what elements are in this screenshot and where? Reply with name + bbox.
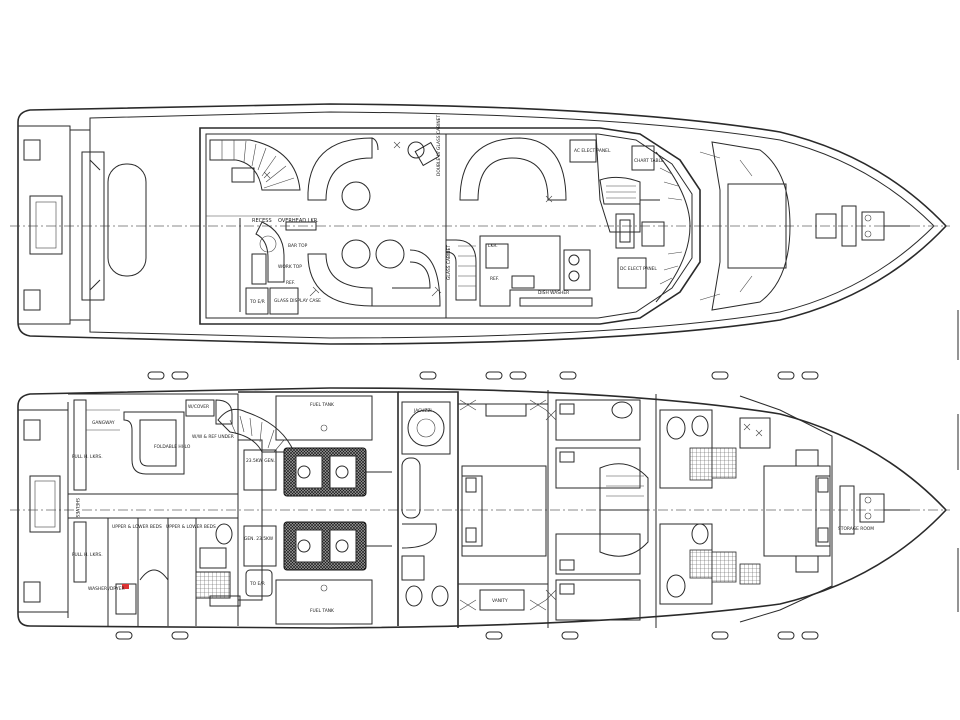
label-gangway: GANGWAY [92,420,115,426]
generator-lower [243,525,277,567]
guest-heads [655,394,761,628]
engine-port [283,521,392,571]
guest-cabins [545,390,649,628]
lower-aft-platform [17,402,69,618]
label-upper-lower-beds-1: UPPER & LOWER BEDS [112,524,162,530]
label-glass-cabinet: GLASS CABINET [446,245,452,280]
upper-aft-staircase [209,139,301,191]
label-gen-upper: 23.5KW GEN. [246,458,275,464]
engine-starboard [283,447,392,497]
label-overhead-lkr: OVERHEAD LKR. [278,218,319,224]
label-dc-elect-panel: DC ELECT PANEL [620,266,657,272]
salon-tables [341,141,440,269]
label-double-lv-glass-cabinet: DOUBLE LV GLASS CABINET [436,115,442,176]
crew-quarters [68,393,239,626]
label-dish-washer: DISH WASHER [538,290,569,296]
label-full-h-lkrs-top: FULL H. LKRS. [72,454,103,460]
label-ac-elect-panel: AC ELECT PANEL [574,148,611,154]
label-vanity: VANITY [492,598,508,604]
label-recess: RECESS [252,218,272,224]
label-full-h-lkrs-bottom: FULL H. LKRS. [72,552,103,558]
label-fuel-tank-top: FUEL TANK [310,402,334,408]
fuel-tank-upper [275,395,373,441]
salon-walls [199,127,701,325]
helm-area [569,133,691,303]
label-bar-top: BAR TOP [288,243,308,249]
upper-deck: RECESS OVERHEAD LKR. BAR TOP WORK TOP RE… [10,103,950,345]
marker-red [122,584,129,589]
label-fuel-tank-bottom: FUEL TANK [310,608,334,614]
label-upper-lower-beds-2: UPPER & LOWER BEDS [166,524,216,530]
label-ref-galley: REF. [490,276,499,282]
salon-sofas [307,137,567,307]
label-lkr-galley: LKR. [488,243,498,249]
upper-hull-outline [17,103,948,345]
bar-area [206,215,317,315]
label-glass-display-case: GLASS DISPLAY CASE [274,298,321,304]
fuel-tank-lower [275,579,373,625]
vip-cabin [739,395,910,623]
label-gen-lower: GEN. 23.5KW [244,536,274,542]
label-ww-ref-under: W/W & REF UNDER [192,434,234,440]
upper-fittings [263,141,553,297]
upper-hull-inner [89,111,935,339]
label-to-er-lower: TO E/R [249,581,265,587]
lower-hull-outline [17,387,948,629]
engine-room [209,391,399,626]
label-to-er-upper: TO E/R [249,299,265,305]
portlights-bottom [115,631,819,640]
label-jacuzzi: JACUZZI [413,408,432,414]
lower-deck-labels: GANGWAY FULL H. LKRS. SHELVES W/COVER W/… [72,402,874,614]
label-work-top: WORK TOP [278,264,302,270]
label-chart-table: CHART TABLE [634,158,664,164]
label-shelves: SHELVES [74,498,80,518]
label-storage-room: STORAGE ROOM [838,526,874,532]
master-stateroom [398,391,548,628]
generator-upper [243,449,277,491]
lower-deck: GANGWAY FULL H. LKRS. SHELVES W/COVER W/… [10,387,950,629]
label-washer-dryer: WASHER /DRYER [88,586,125,592]
galley [445,134,593,318]
label-ref-bar: REF. [286,280,295,286]
portlights-top [147,371,819,380]
label-foldable-hilo: FOLDABLE HI-LO [154,444,191,450]
upper-aft-platform [17,125,147,325]
upper-deck-labels: RECESS OVERHEAD LKR. BAR TOP WORK TOP RE… [249,115,664,305]
label-w-cover: W/COVER [188,404,209,410]
foredeck [699,141,910,311]
